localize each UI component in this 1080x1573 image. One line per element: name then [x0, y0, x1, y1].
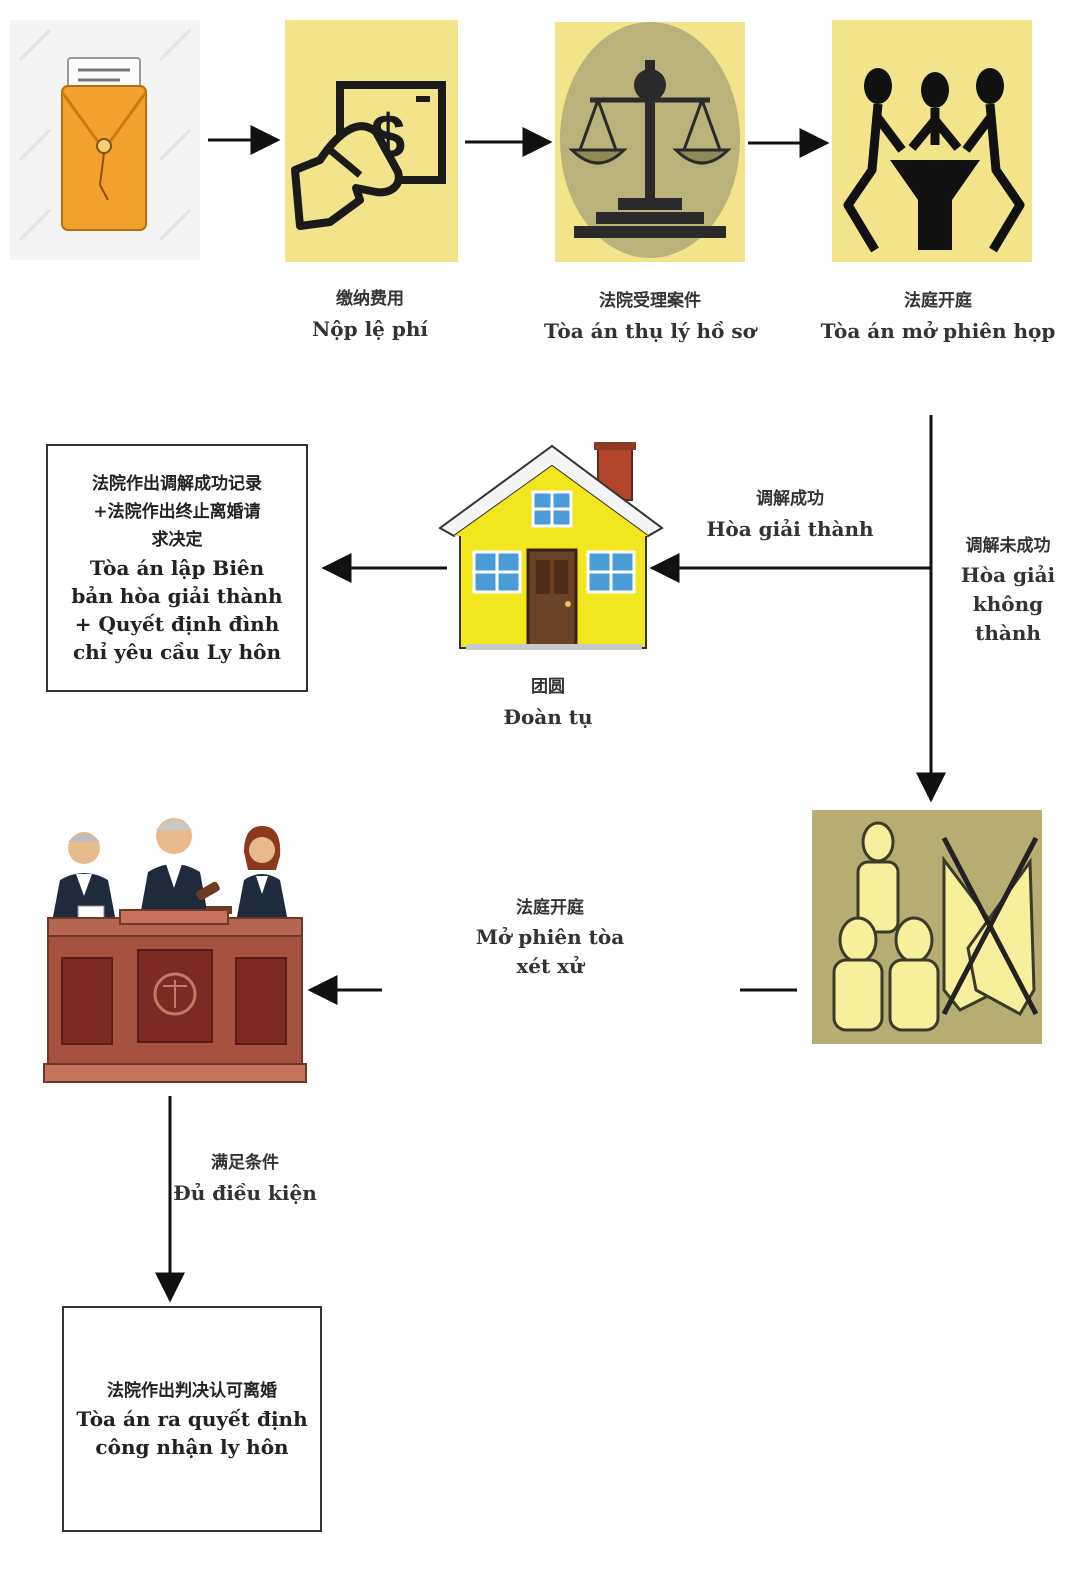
- edge-label-success: 调解成功 Hòa giải thành: [690, 484, 890, 544]
- judges-bench-icon: [43, 818, 307, 1083]
- caption-accept: 法院受理案件 Tòa án thụ lý hồ sơ: [530, 286, 770, 346]
- edge-label-fail: 调解未成功 Hòa giải không thành: [940, 532, 1076, 648]
- edge-qualified-zh: 满足条件: [211, 1153, 279, 1173]
- edge-fail-zh: 调解未成功: [965, 536, 1051, 556]
- caption-reunion-zh: 团圆: [531, 677, 565, 697]
- edge-qualified-vi: Đủ điều kiện: [173, 1181, 317, 1205]
- mediation-vi-4: chỉ yêu cầu Ly hôn: [72, 640, 282, 664]
- caption-hearing: 法庭开庭 Tòa án mở phiên họp: [810, 286, 1066, 346]
- caption-reunion: 团圆 Đoàn tụ: [470, 672, 626, 732]
- caption-hearing-vi: Tòa án mở phiên họp: [820, 319, 1056, 343]
- edge-label-qualified: 满足条件 Đủ điều kiện: [170, 1148, 320, 1208]
- edge-fail-vi-3: thành: [975, 621, 1041, 645]
- edge-label-trial-open: 法庭开庭 Mở phiên tòa xét xử: [440, 894, 660, 981]
- caption-accept-vi: Tòa án thụ lý hồ sơ: [543, 319, 756, 343]
- document-envelope-icon: [10, 20, 200, 260]
- edge-trial-zh: 法庭开庭: [516, 898, 584, 918]
- caption-accept-zh: 法院受理案件: [599, 291, 701, 311]
- caption-fee-zh: 缴纳费用: [336, 289, 404, 309]
- mediation-result-box: 法院作出调解成功记录 +法院作出终止离婚请 求决定 Tòa án lập Biê…: [46, 444, 308, 692]
- edge-trial-vi-1: Mở phiên tòa: [475, 925, 625, 949]
- house-icon: [438, 442, 664, 650]
- mediation-vi-2: bản hòa giải thành: [71, 584, 283, 608]
- caption-fee-vi: Nộp lệ phí: [312, 317, 428, 341]
- divorce-zh: 法院作出判决认可离婚: [107, 1381, 277, 1401]
- divorce-result-box: 法院作出判决认可离婚 Tòa án ra quyết định công nhậ…: [62, 1306, 322, 1532]
- edge-fail-vi-1: Hòa giải: [960, 563, 1056, 587]
- edge-success-vi: Hòa giải thành: [706, 517, 874, 541]
- mediation-zh-3: 求决定: [151, 530, 203, 550]
- hand-money-icon: $: [285, 20, 458, 262]
- divorce-vi-2: công nhận ly hôn: [95, 1435, 289, 1459]
- caption-reunion-vi: Đoàn tụ: [503, 705, 593, 729]
- edge-trial-vi-2: xét xử: [516, 954, 584, 978]
- caption-fee: 缴纳费用 Nộp lệ phí: [270, 284, 470, 344]
- mediation-zh-2: +法院作出终止离婚请: [93, 502, 261, 522]
- scales-of-justice-icon: [555, 22, 745, 262]
- meeting-people-icon: [832, 20, 1032, 262]
- broken-handshake-icon: [812, 810, 1042, 1044]
- caption-hearing-zh: 法庭开庭: [904, 291, 972, 311]
- mediation-vi-3: + Quyết định đình: [74, 612, 280, 636]
- divorce-vi-1: Tòa án ra quyết định: [76, 1407, 308, 1431]
- edge-success-zh: 调解成功: [756, 489, 824, 509]
- edge-fail-vi-2: không: [972, 592, 1044, 616]
- mediation-vi-1: Tòa án lập Biên: [89, 556, 265, 580]
- mediation-zh-1: 法院作出调解成功记录: [92, 474, 262, 494]
